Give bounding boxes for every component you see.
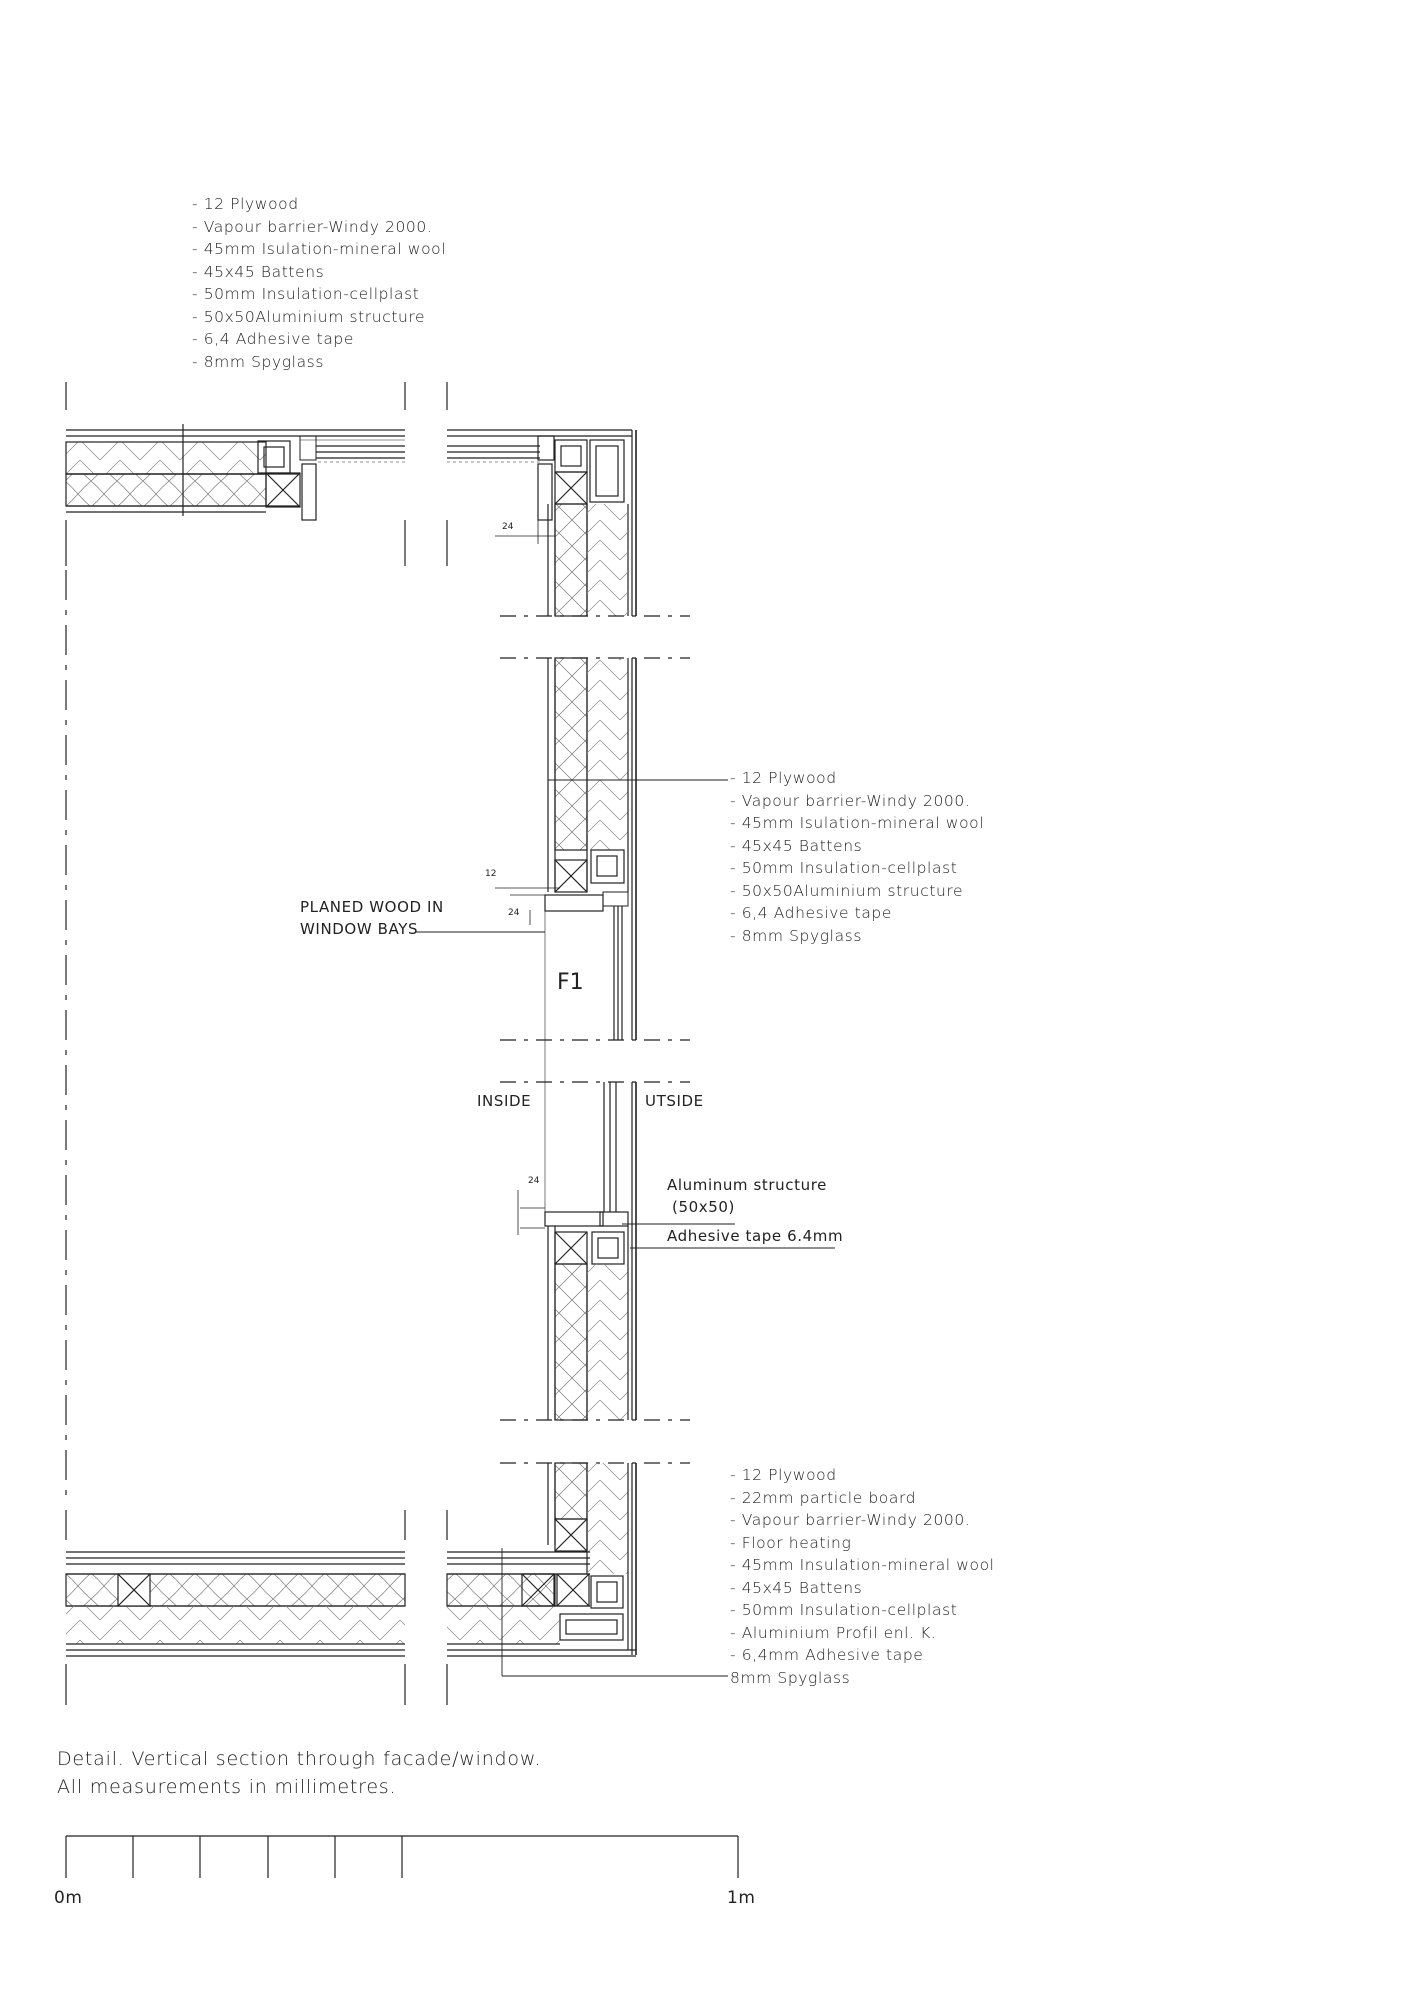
bottom-layer-item: 8mm Spyglass bbox=[730, 1668, 851, 1687]
caption-line-2: All measurements in millimetres. bbox=[57, 1776, 397, 1798]
mid-layer-item: - Vapour barrier-Windy 2000. bbox=[730, 791, 971, 810]
mid-layer-item: - 8mm Spyglass bbox=[730, 926, 863, 945]
bottom-layer-item: - 12 Plywood bbox=[730, 1466, 837, 1484]
caption: Detail. Vertical section through facade/… bbox=[57, 1745, 541, 1801]
top-layer-item: - 45mm Isulation-mineral wool bbox=[192, 240, 447, 258]
window-head-section bbox=[415, 657, 728, 1041]
mid-layer-item: - 50x50Aluminium structure bbox=[730, 881, 964, 900]
top-layer-item: - 6,4 Adhesive tape bbox=[192, 330, 354, 348]
bottom-layer-item: - Floor heating bbox=[730, 1533, 852, 1552]
window-tag: F1 bbox=[557, 970, 584, 995]
scale-end-label: 1m bbox=[727, 1888, 756, 1908]
top-left-roof-section bbox=[65, 382, 448, 566]
floor-section bbox=[65, 1462, 728, 1705]
window-sill-section bbox=[500, 1081, 835, 1421]
aluminum-structure-size: (50x50) bbox=[672, 1198, 735, 1216]
top-layer-item: - Vapour barrier-Windy 2000. bbox=[192, 217, 433, 236]
dimension-24-top: 24 bbox=[502, 522, 514, 532]
bottom-layer-list: - 12 Plywood - 22mm particle board - Vap… bbox=[730, 1464, 995, 1689]
top-right-corner-section bbox=[447, 429, 690, 617]
mid-layer-item: - 50mm Insulation-cellplast bbox=[730, 859, 958, 877]
bottom-layer-item: - 45mm Insulation-mineral wool bbox=[730, 1556, 995, 1574]
top-layer-list: - 12 Plywood - Vapour barrier-Windy 2000… bbox=[192, 193, 446, 373]
mid-layer-item: - 45x45 Battens bbox=[730, 836, 863, 855]
mid-layer-list: - 12 Plywood - Vapour barrier-Windy 2000… bbox=[730, 767, 984, 947]
bottom-layer-item: - Vapour barrier-Windy 2000. bbox=[730, 1511, 971, 1529]
mid-layer-item: - 12 Plywood bbox=[730, 769, 837, 787]
top-layer-item: - 45x45 Battens bbox=[192, 262, 325, 281]
planed-wood-label-1: PLANED WOOD IN bbox=[300, 898, 444, 916]
dimension-12: 12 bbox=[485, 869, 497, 879]
outside-label: UTSIDE bbox=[645, 1092, 704, 1110]
aluminum-structure-label: Aluminum structure bbox=[667, 1176, 827, 1194]
caption-line-1: Detail. Vertical section through facade/… bbox=[57, 1748, 542, 1770]
scale-bar bbox=[65, 1835, 739, 1878]
inside-label: INSIDE bbox=[477, 1092, 532, 1110]
top-layer-item: - 50x50Aluminium structure bbox=[192, 307, 426, 326]
adhesive-tape-label: Adhesive tape 6.4mm bbox=[667, 1227, 844, 1245]
bottom-layer-item: - 45x45 Battens bbox=[730, 1578, 863, 1597]
bottom-layer-item: - 6,4mm Adhesive tape bbox=[730, 1646, 924, 1664]
bottom-layer-item: - 50mm Insulation-cellplast bbox=[730, 1601, 958, 1619]
bottom-layer-item: - Aluminium Profil enl. K. bbox=[730, 1623, 937, 1642]
top-layer-item: - 12 Plywood bbox=[192, 195, 299, 213]
dimension-24-mid: 24 bbox=[508, 908, 520, 918]
dimension-24-low: 24 bbox=[528, 1176, 540, 1186]
planed-wood-label-2: WINDOW BAYS bbox=[300, 920, 419, 938]
top-layer-item: - 50mm Insulation-cellplast bbox=[192, 285, 420, 303]
scale-start-label: 0m bbox=[54, 1888, 83, 1908]
bottom-layer-item: - 22mm particle board bbox=[730, 1488, 917, 1507]
top-layer-item: - 8mm Spyglass bbox=[192, 352, 325, 371]
mid-layer-item: - 45mm Isulation-mineral wool bbox=[730, 814, 985, 832]
mid-layer-item: - 6,4 Adhesive tape bbox=[730, 904, 892, 922]
